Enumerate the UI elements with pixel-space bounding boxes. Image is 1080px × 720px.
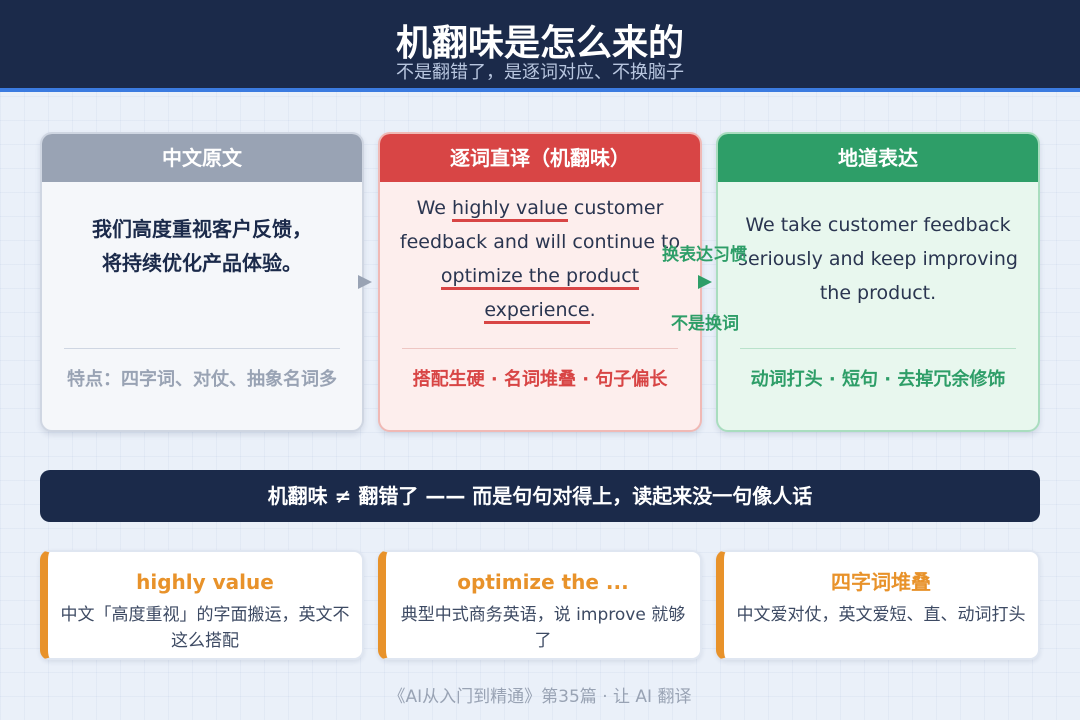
arrow-right-icon — [358, 275, 372, 289]
literal-seg-1: We — [416, 197, 452, 219]
card-divider — [64, 348, 340, 349]
card-divider — [740, 348, 1016, 349]
tip-card: 四字词堆叠 中文爱对仗，英文爱短、直、动词打头 — [716, 550, 1040, 660]
card-literal-body: We highly value customer feedback and wi… — [380, 182, 700, 342]
card-literal-translation: 逐词直译（机翻味） We highly value customer feedb… — [378, 132, 702, 432]
tip-title: optimize the ... — [457, 570, 629, 594]
card-source-body: 我们高度重视客户反馈， 将持续优化产品体验。 — [42, 182, 362, 342]
tip-desc: 典型中式商务英语，说 improve 就够了 — [400, 605, 686, 651]
highlight-optimize: optimize the product experience — [440, 265, 640, 324]
card-source-text: 中文原文 我们高度重视客户反馈， 将持续优化产品体验。 特点：四字词、对仗、抽象… — [40, 132, 364, 432]
card-divider — [402, 348, 678, 349]
flow-label-top: 换表达习惯 — [662, 245, 747, 265]
highlight-highly-value: highly value — [452, 197, 568, 222]
literal-seg-4: feedback and will continue to — [399, 231, 681, 253]
card-source-note: 特点：四字词、对仗、抽象名词多 — [67, 369, 337, 390]
source-line-1: 我们高度重视客户反馈， — [92, 217, 312, 241]
tip-title: 四字词堆叠 — [831, 570, 931, 594]
tip-title: highly value — [136, 570, 274, 594]
footer-credit: 《AI从入门到精通》第35篇 · 让 AI 翻译 — [388, 687, 692, 707]
card-literal-note: 搭配生硬 · 名词堆叠 · 句子偏长 — [412, 369, 668, 390]
card-native-title: 地道表达 — [718, 134, 1038, 182]
tip-card: optimize the ... 典型中式商务英语，说 improve 就够了 — [378, 550, 702, 660]
literal-seg-3: customer — [567, 197, 664, 219]
literal-seg-6: . — [589, 299, 596, 321]
flow-label-bottom: 不是换词 — [671, 314, 739, 334]
tip-desc: 中文「高度重视」的字面搬运，英文不这么搭配 — [60, 605, 350, 651]
card-source-title: 中文原文 — [42, 134, 362, 182]
header-banner: 机翻味是怎么来的 不是翻错了，是逐词对应、不换脑子 — [0, 0, 1080, 92]
arrow-right-icon — [698, 275, 712, 289]
card-native-note: 动词打头 · 短句 · 去掉冗余修饰 — [750, 369, 1006, 390]
card-native-expression: 地道表达 We take customer feedback seriously… — [716, 132, 1040, 432]
key-message-banner: 机翻味 ≠ 翻错了 —— 而是句句对得上，读起来没一句像人话 — [40, 470, 1040, 522]
tip-card: highly value 中文「高度重视」的字面搬运，英文不这么搭配 — [40, 550, 364, 660]
page-subtitle: 不是翻错了，是逐词对应、不换脑子 — [396, 62, 684, 83]
page-title: 机翻味是怎么来的 — [395, 23, 684, 64]
card-native-body: We take customer feedback seriously and … — [718, 182, 1038, 342]
source-line-2: 将持续优化产品体验。 — [102, 251, 302, 275]
tip-desc: 中文爱对仗，英文爱短、直、动词打头 — [736, 605, 1026, 625]
card-literal-title: 逐词直译（机翻味） — [380, 134, 700, 182]
native-text: We take customer feedback seriously and … — [738, 214, 1018, 304]
